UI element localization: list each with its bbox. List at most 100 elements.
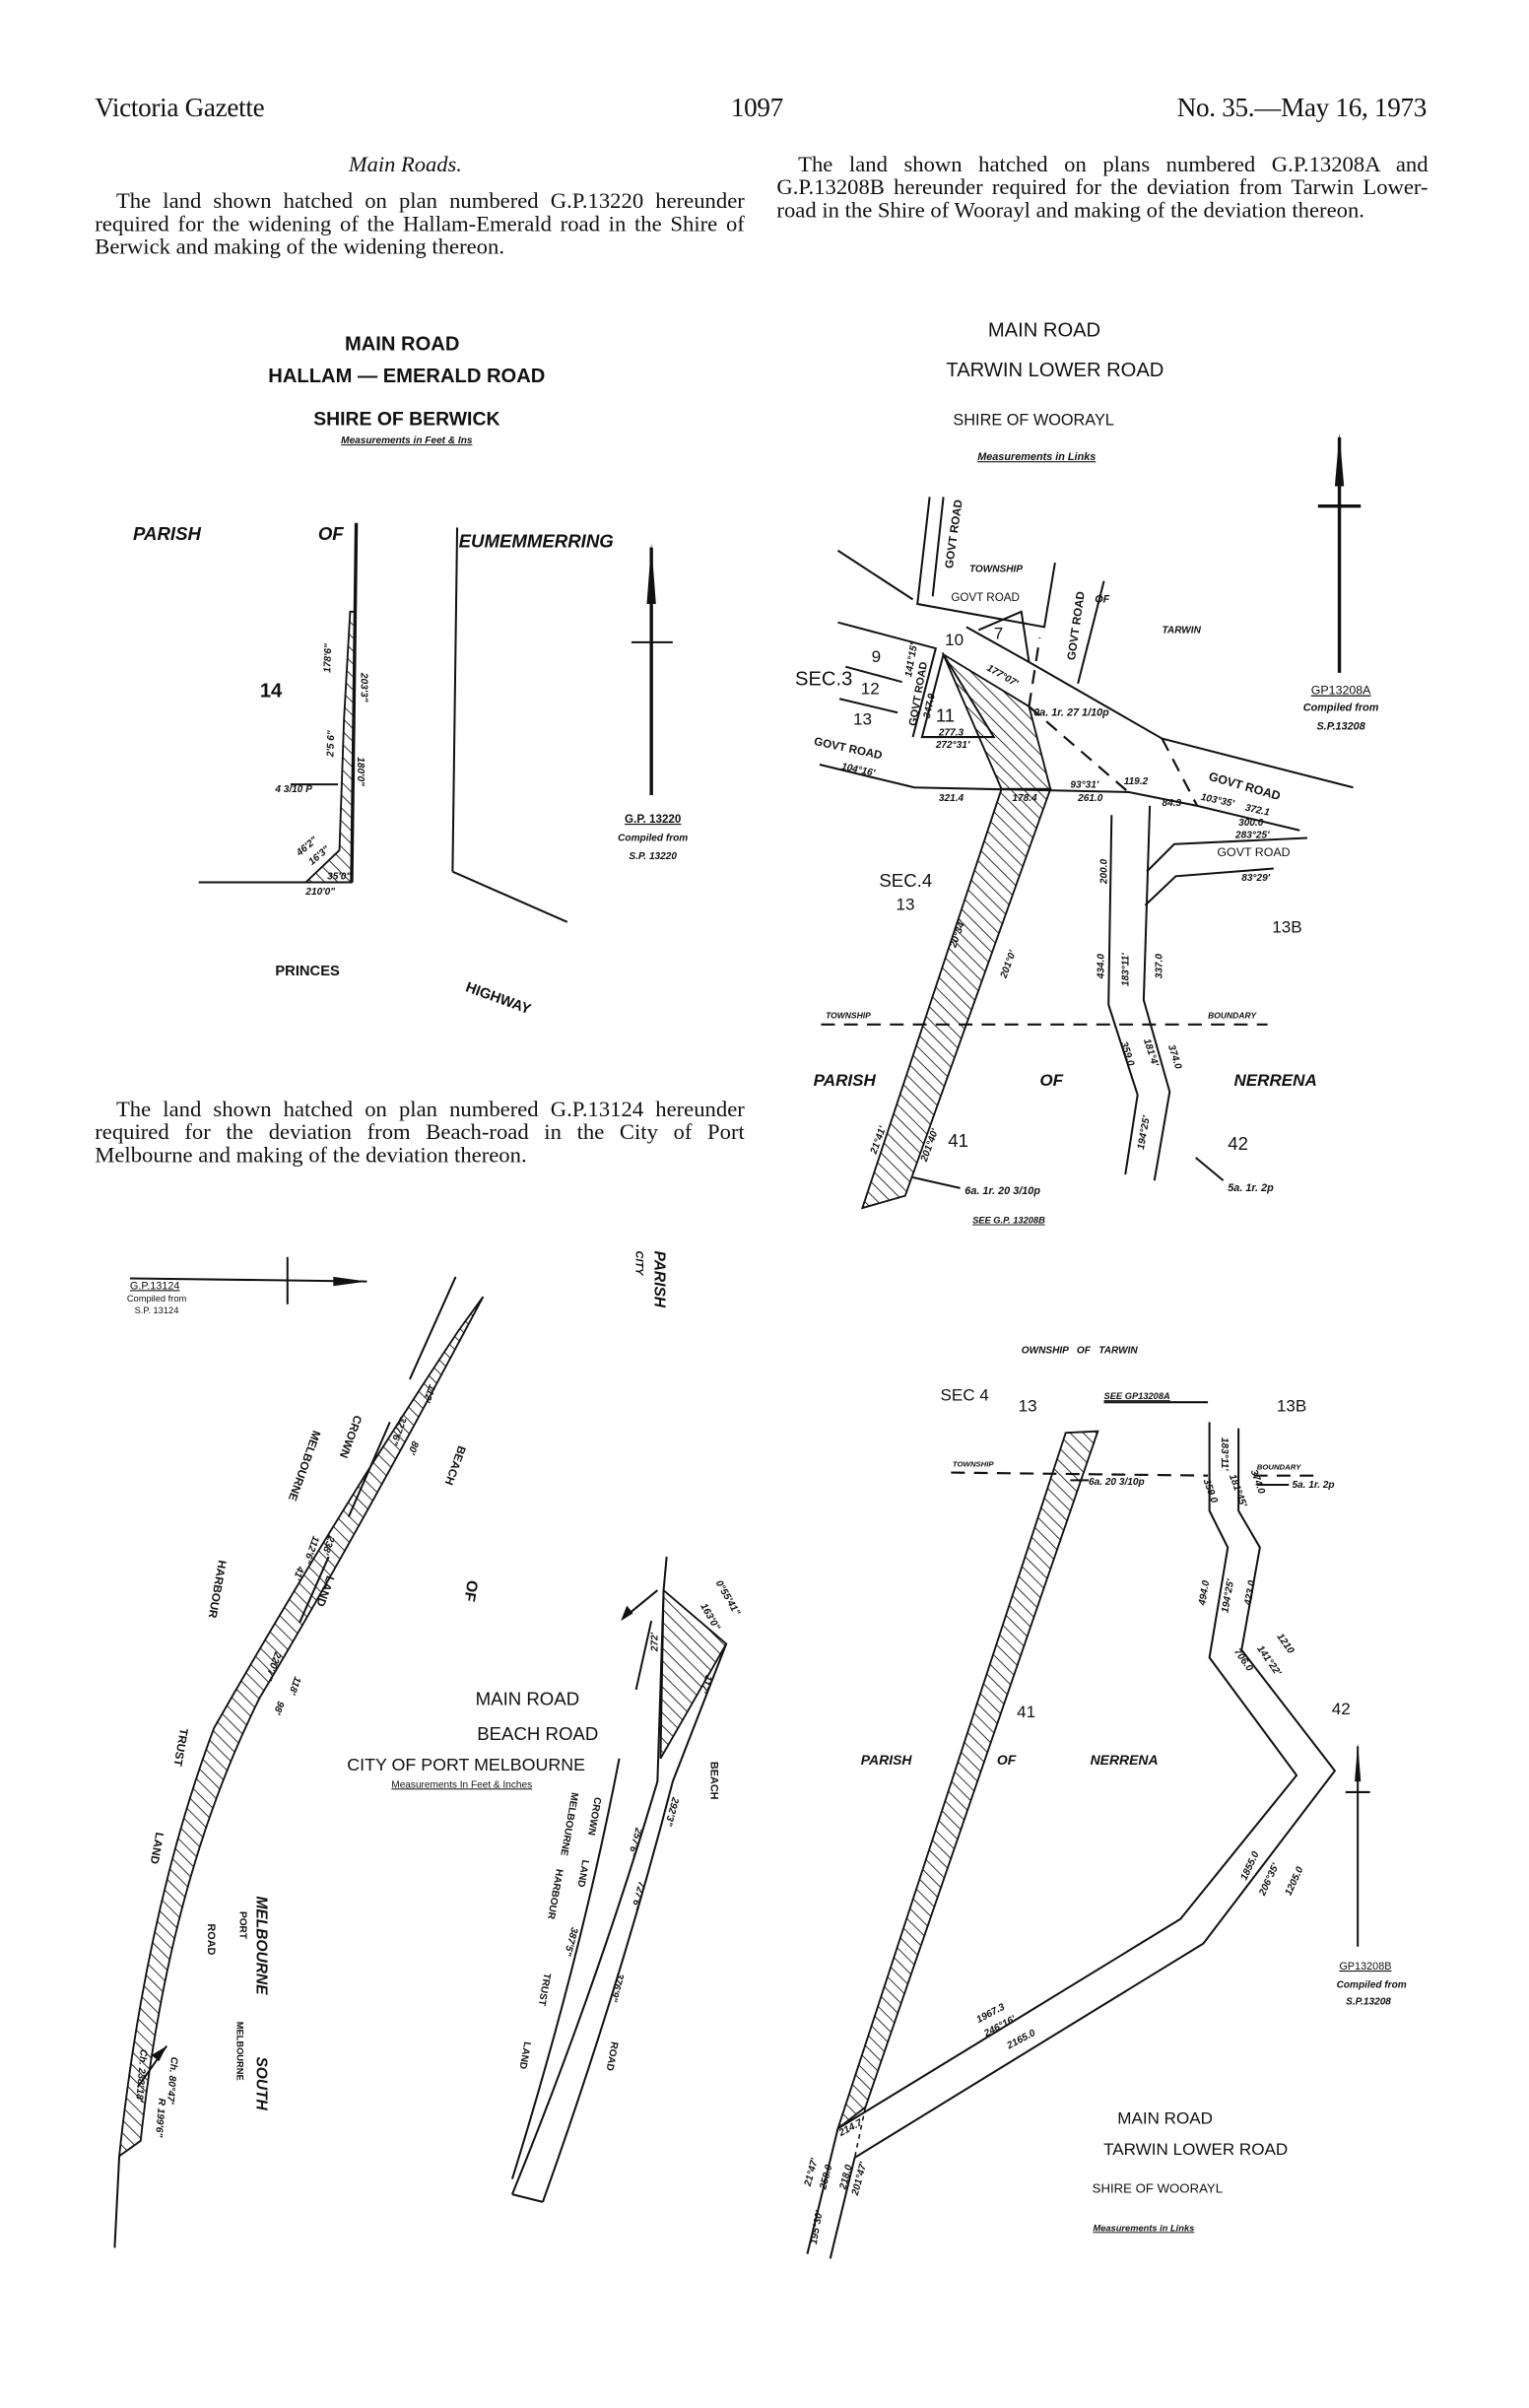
section-heading: Main Roads. [348, 153, 462, 178]
section-label: SEC.4 [879, 870, 932, 891]
govt-road-label: GOVT ROAD [943, 499, 965, 569]
dimension-label: 0°55'41" [713, 1578, 742, 1618]
dimension-label: 118' [286, 1675, 302, 1697]
dimension-label: 258.0 [818, 2164, 835, 2192]
plan-hallam-emerald: MAIN ROAD HALLAM — EMERALD ROAD SHIRE OF… [133, 333, 688, 1018]
area-label: 0a. 1r. 27 1/10p [1033, 706, 1109, 718]
land-label: SOUTH [253, 2056, 270, 2110]
hatched-deviation-area [659, 1588, 728, 1760]
plan-title-road: TARWIN LOWER ROAD [946, 360, 1163, 381]
area-label: 5a. 1r. 2p [1228, 1182, 1274, 1194]
dimension-label: 183°11' [1219, 1438, 1230, 1471]
dimension-label: 178'6" [322, 643, 334, 673]
lot-label: 13B [1272, 918, 1301, 937]
north-arrow-icon [129, 1256, 367, 1304]
plan-title-main-road: MAIN ROAD [345, 333, 459, 355]
plan-title-road: TARWIN LOWER ROAD [1103, 2140, 1288, 2159]
lot-label: 10 [945, 631, 964, 649]
land-label: LAND [148, 1832, 166, 1865]
lot-label: 42 [1332, 1700, 1351, 1718]
road-boundary-east [542, 1643, 728, 2203]
section-label: SEC 4 [940, 1386, 988, 1405]
dimension-label: 283°25' [1234, 830, 1270, 840]
city-label: CITY [633, 1251, 645, 1277]
dimension-label: 359.0 [1118, 1040, 1136, 1068]
area-pointer [912, 1176, 961, 1189]
land-label: CROWN [585, 1796, 603, 1837]
dimension-label: 1855.0 [1239, 1849, 1262, 1882]
dimension-label: 372.1 [1244, 803, 1271, 819]
plan-title-road: BEACH ROAD [477, 1723, 598, 1744]
lot-label: 42 [1228, 1133, 1248, 1154]
dimension-label: 494.0 [1197, 1579, 1212, 1607]
land-label: MELBOURNE [558, 1791, 579, 1856]
dimension-label: R 199'6" [153, 2098, 166, 2138]
dimension-label: 201°0' [998, 949, 1019, 980]
land-label: MELBOURNE [253, 1896, 270, 1995]
township-label: TOWNSHIP [969, 564, 1023, 574]
highway-label: HIGHWAY [463, 979, 533, 1018]
source-plan-number: S.P.13208 [1346, 1997, 1391, 2008]
boundary-line [634, 1620, 653, 1691]
parish-of-label: OF [997, 1752, 1017, 1768]
of-label: OF [1095, 593, 1109, 605]
dimension-label: Ch. 80°47' [165, 2056, 179, 2105]
hatched-deviation-area [835, 1430, 1099, 2131]
compiled-from-label: Compiled from [1337, 1980, 1407, 1991]
township-boundary-dashed [951, 1471, 1209, 1477]
publication-title: Victoria Gazette [95, 92, 265, 123]
notice-hallam: The land shown hatched on plan numbered … [95, 189, 745, 260]
township-boundary-label: TOWNSHIP [953, 1459, 994, 1468]
road-boundary-west [510, 1590, 665, 2195]
hatched-deviation-area [860, 787, 1052, 1210]
plan-units: Measurements in Feet & Ins [341, 435, 473, 446]
dimension-label: 272' [649, 1632, 660, 1652]
dimension-label: 257'6" [626, 1826, 644, 1858]
allotment-number: 14 [260, 681, 283, 702]
dimension-label: 376'9" [607, 1972, 625, 2003]
parish-label: PARISH [650, 1251, 667, 1308]
road-boundary-line [350, 522, 359, 883]
lot-boundary-line [838, 698, 898, 714]
township-boundary-label: BOUNDARY [1208, 1011, 1257, 1021]
govt-road-label: GOVT ROAD [1217, 845, 1290, 859]
area-label: 5a. 1r. 2p [1292, 1480, 1334, 1491]
arrow-icon [621, 1605, 633, 1622]
lot-label: 12 [861, 680, 880, 699]
township-of-tarwin-label: OWNSHIP OF TARWIN [1022, 1346, 1139, 1357]
lot-boundary-line [844, 665, 902, 684]
govt-road-label: GOVT ROAD [1065, 590, 1088, 661]
north-arrow-icon [631, 542, 673, 796]
dimension-label: 80' [405, 1439, 420, 1456]
area-pointer [1195, 1157, 1225, 1181]
dimension-label: 104°16' [840, 762, 877, 779]
boundary-line [510, 1758, 621, 2179]
dimension-label: 272°31' [935, 740, 970, 751]
old-road-dashed [1028, 637, 1041, 707]
govt-road-line [1146, 836, 1308, 873]
dimension-label: Ch. 238°18' [133, 2048, 149, 2103]
source-plan-number: S.P. 13124 [135, 1305, 179, 1315]
area-label: 6a. 20 3/10p [1089, 1477, 1145, 1488]
source-plan-number: S.P.13208 [1316, 720, 1365, 732]
plan-tarwin-lower-a: MAIN ROAD TARWIN LOWER ROAD SHIRE OF WOO… [795, 319, 1379, 1225]
govt-road-line [1077, 580, 1105, 684]
plan-units: Measurements in Links [977, 451, 1096, 463]
govt-road-line [1144, 867, 1274, 906]
compiled-from-label: Compiled from [1303, 702, 1379, 714]
plan-units: Measurements In Feet & Inches [391, 1779, 532, 1790]
road-boundary-west [806, 1422, 1298, 2254]
highway-boundary-line-east [451, 870, 568, 923]
dimension-label: 423.0 [1242, 1579, 1257, 1607]
old-road-dashed [1161, 738, 1199, 807]
dimension-label: 374.0 [1248, 1468, 1267, 1496]
dimension-label: 84.3 [1163, 798, 1182, 809]
see-plan-reference: SEE G.P. 13208B [972, 1216, 1045, 1226]
section-boundary-line [837, 621, 938, 738]
see-plan-reference: SEE GP13208A [1104, 1391, 1170, 1401]
land-label: HARBOUR [545, 1868, 565, 1920]
dimension-label: 195°30' [809, 2209, 826, 2244]
parish-name-label: NERRENA [1091, 1752, 1159, 1768]
dimension-label: 181°4' [1141, 1037, 1161, 1068]
